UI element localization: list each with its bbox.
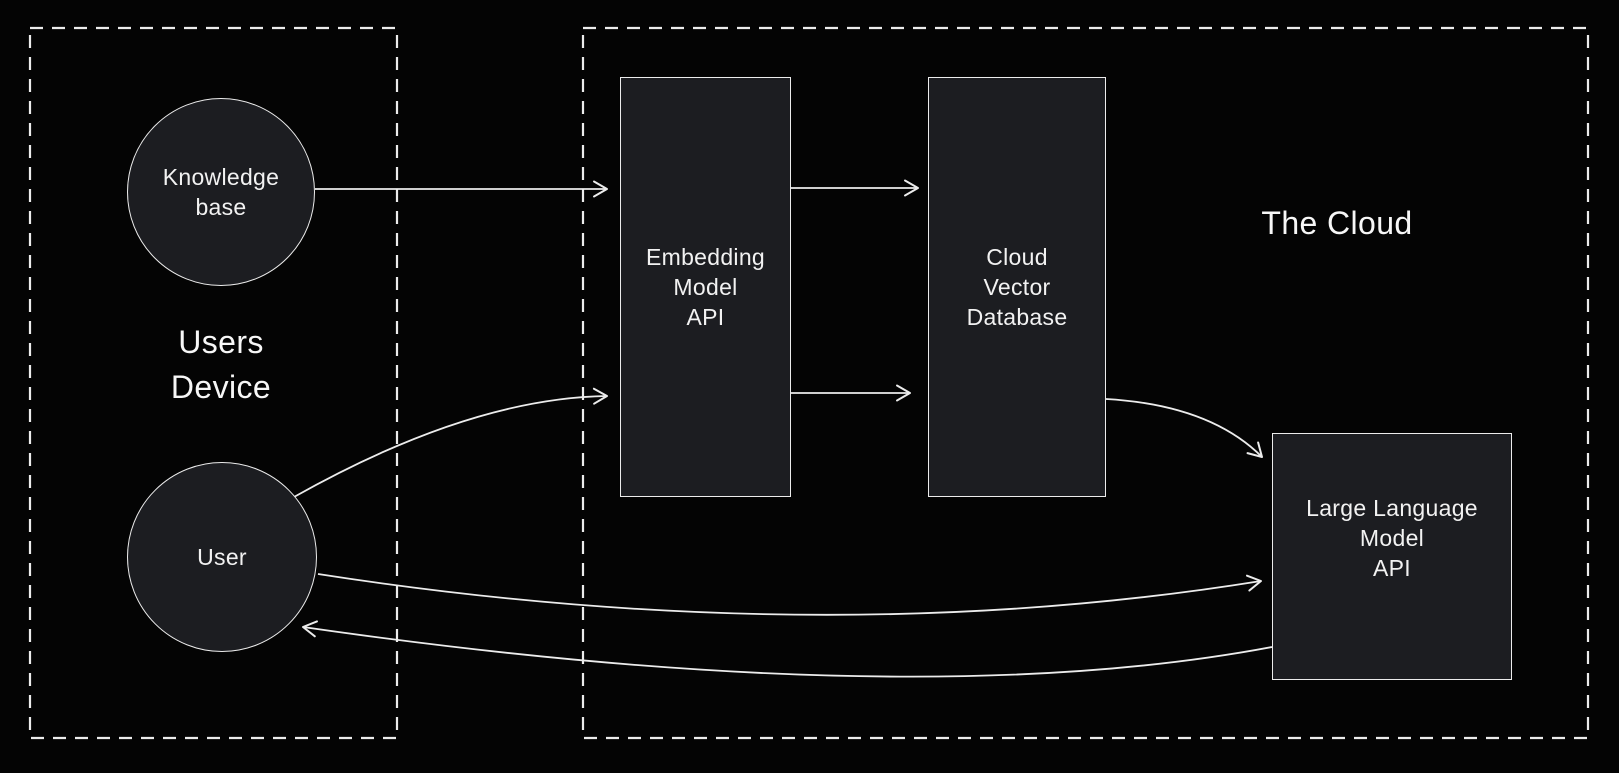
the-cloud-group-label: The Cloud (1261, 205, 1413, 241)
cloud-vector-database-label: Cloud Vector Database (966, 244, 1068, 330)
knowledge-base-node: Knowledge base (127, 98, 315, 286)
edge-user-to-embedding-model-api (293, 387, 608, 498)
knowledge-base-label: Knowledge base (162, 164, 280, 220)
embedding-model-api-node: Embedding Model API (620, 77, 791, 497)
embedding-model-api-label: Embedding Model API (645, 244, 766, 330)
users-device-group-label: Users Device (170, 324, 272, 405)
edge-cloud-vector-database-to-large-language-model-api (1105, 398, 1263, 458)
edge-user-to-large-language-model-api (317, 573, 1262, 616)
large-language-model-api-node: Large Language Model API (1272, 433, 1512, 680)
cloud-vector-database-node: Cloud Vector Database (928, 77, 1106, 497)
user-node: User (127, 462, 317, 652)
users-device-group-border (28, 26, 399, 740)
user-label: User (197, 544, 247, 570)
edge-large-language-model-api-to-user (302, 620, 1273, 678)
large-language-model-api-label: Large Language Model API (1306, 494, 1478, 581)
